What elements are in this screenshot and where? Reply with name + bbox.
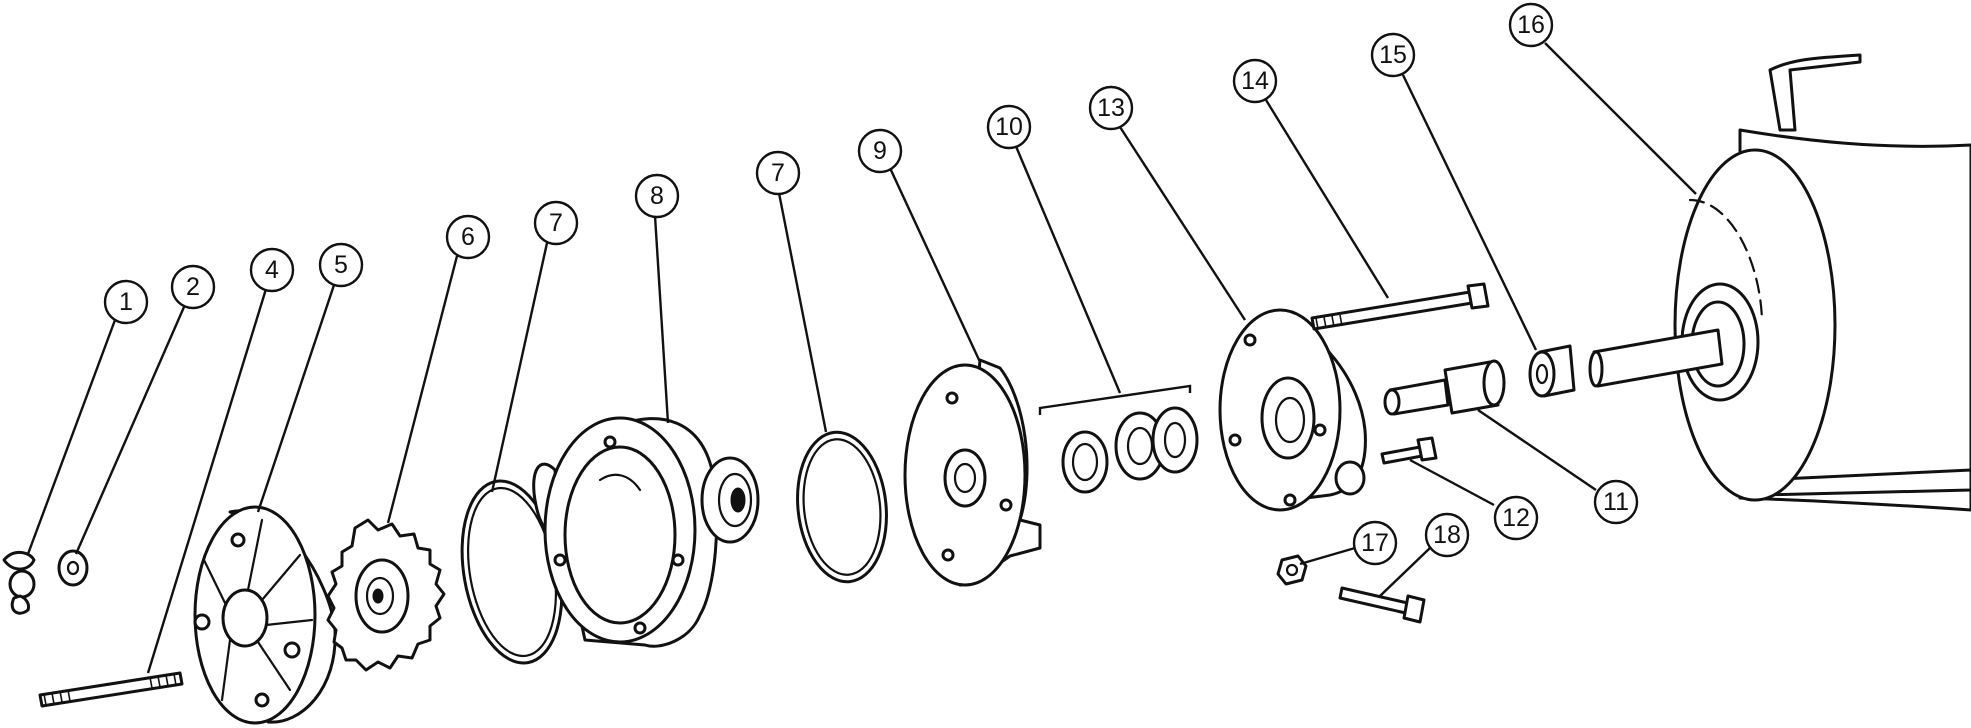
svg-text:8: 8 [650,182,664,210]
svg-text:12: 12 [1502,504,1530,532]
callout-11: 11 [1593,479,1639,525]
svg-text:9: 9 [873,137,887,165]
callout-15: 15 [1370,32,1416,78]
callout-14: 14 [1232,58,1278,104]
svg-text:16: 16 [1517,11,1545,39]
part-motor [1588,53,1971,512]
part-bolt [1338,586,1426,624]
part-nut [1276,554,1308,586]
part-long-bolt [1310,282,1490,331]
callout-13: 13 [1088,85,1134,131]
svg-text:1: 1 [119,288,133,316]
svg-text:13: 13 [1097,94,1125,122]
part-o-ring-right [796,430,888,584]
part-shaft-sleeve [1383,359,1506,416]
callout-16: 16 [1508,2,1554,48]
part-seal-assembly [1038,384,1199,494]
svg-text:5: 5 [334,251,348,279]
svg-text:15: 15 [1379,41,1407,69]
part-stud [38,671,184,708]
svg-text:10: 10 [995,113,1023,141]
svg-text:7: 7 [549,209,563,237]
svg-text:18: 18 [1433,521,1461,549]
part-end-cover [193,505,337,725]
part-cap-screw [1380,436,1438,465]
callout-4: 4 [249,247,295,293]
part-spacer-ring [1528,344,1576,398]
leader-lines [26,42,1697,674]
svg-text:14: 14 [1241,67,1269,95]
callout-9: 9 [857,128,903,174]
part-wing-nut [2,551,36,615]
part-impeller [326,518,446,672]
callout-6: 6 [445,214,491,260]
svg-text:4: 4 [265,256,279,284]
svg-text:11: 11 [1603,488,1629,516]
part-washer [57,549,89,587]
callout-17: 17 [1352,520,1398,566]
part-pump-body [532,416,760,648]
callout-2: 2 [170,264,216,310]
callout-8: 8 [634,173,680,219]
part-mounting-plate [903,358,1042,587]
callout-7-left: 7 [533,200,579,246]
svg-text:6: 6 [461,223,475,251]
svg-text:2: 2 [186,273,200,301]
callout-7-right: 7 [755,150,801,196]
callout-5: 5 [318,242,364,288]
callout-10: 10 [986,104,1032,150]
callout-12: 12 [1493,495,1539,541]
callout-18: 18 [1424,512,1470,558]
svg-text:7: 7 [771,159,785,187]
part-adapter-bracket [1218,308,1367,512]
svg-text:17: 17 [1361,529,1389,557]
callout-1: 1 [103,279,149,325]
